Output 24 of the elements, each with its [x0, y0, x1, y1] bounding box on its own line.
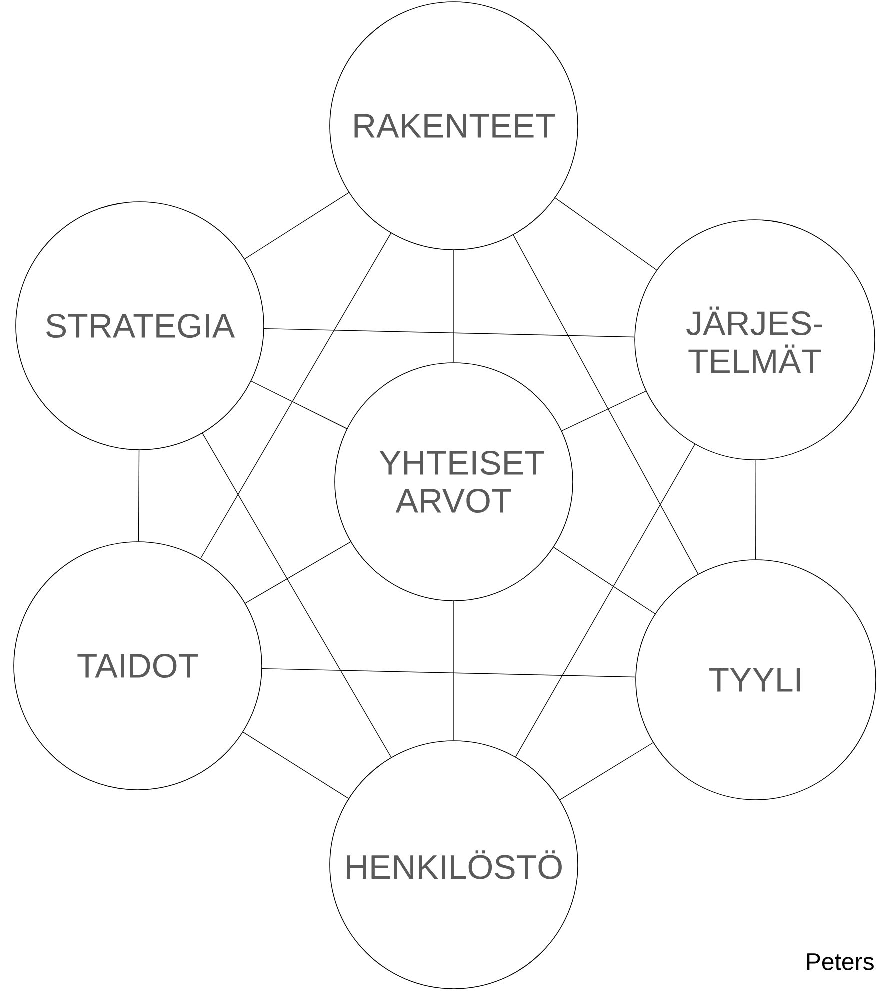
- connector-line: [202, 433, 392, 758]
- connector-line: [562, 391, 646, 432]
- circle-node: TYYLI: [636, 560, 876, 800]
- circle-node: JÄRJES- TELMÄT: [634, 220, 876, 460]
- circle-node: RAKENTEET: [330, 2, 578, 250]
- connector-line: [242, 732, 350, 800]
- connector-line: [262, 668, 636, 678]
- connector-line: [200, 233, 392, 559]
- connector-line: [755, 460, 756, 560]
- circle-node: HENKILÖSTÖ: [330, 740, 578, 990]
- connector-line: [244, 192, 350, 260]
- circle-node: YHTEISET ARVOT: [334, 362, 574, 602]
- connector-line: [513, 234, 699, 575]
- connector-line: [138, 450, 140, 542]
- connector-line: [251, 380, 348, 430]
- connector-line: [560, 742, 654, 800]
- connector-line: [555, 198, 658, 271]
- connector-line: [516, 444, 696, 758]
- source-text: Peters: [807, 954, 874, 970]
- connector-line: [245, 542, 352, 604]
- circle-node: TAIDOT: [14, 542, 262, 790]
- connector-line: [264, 328, 635, 338]
- circle-node: STRATEGIA: [16, 202, 264, 450]
- connector-line: [554, 547, 656, 614]
